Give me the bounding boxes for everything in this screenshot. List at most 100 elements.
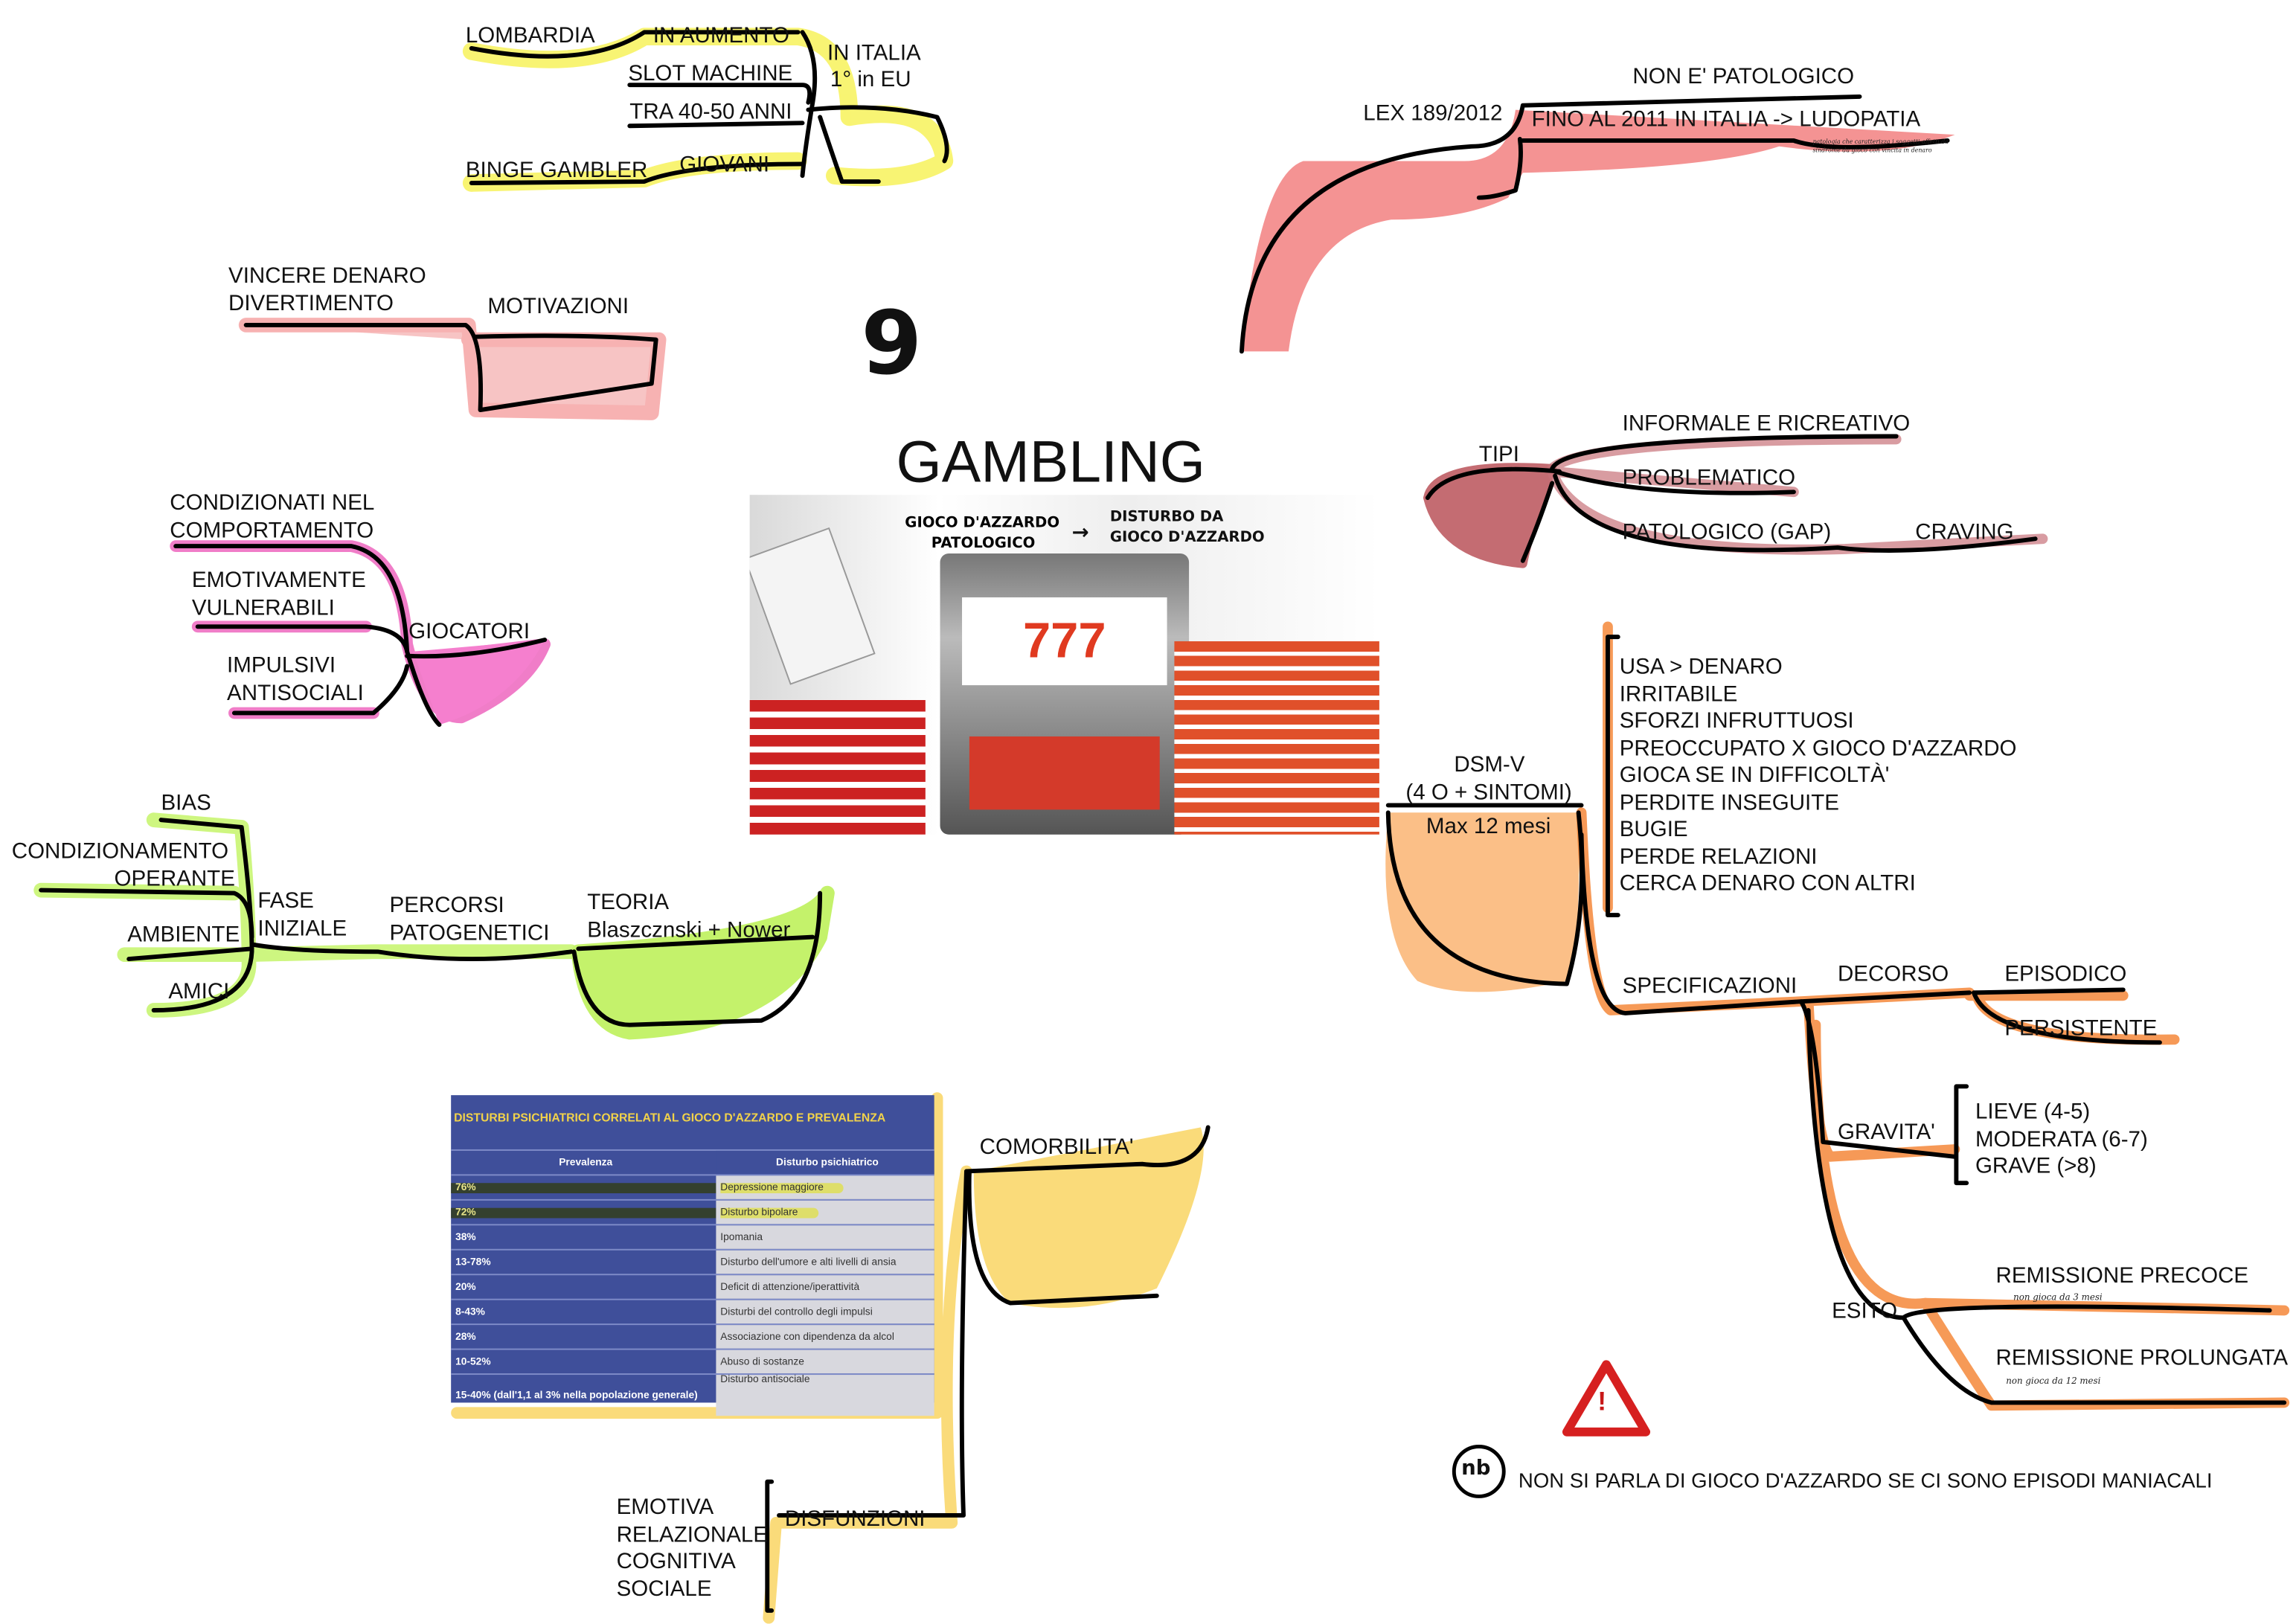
dsm-max: Max 12 mesi [1426,814,1551,839]
italia-item: IN AUMENTO [652,23,789,48]
episodico-label: EPISODICO [2004,962,2127,987]
disfunzione-item: COGNITIVA [616,1549,736,1574]
percorsi-item: AMICI [168,979,230,1005]
page-title: GAMBLING [896,430,1206,495]
precoce-note: non gioca da 3 mesi [2013,1292,2103,1303]
cell: 10-52% [455,1356,491,1367]
ludopatia-note: sindrome da gioco con vincita in denaro [1812,146,1932,154]
nb-text: NON SI PARLA DI GIOCO D'AZZARDO SE CI SO… [1518,1469,2213,1492]
table-row: 38%Ipomania [451,1224,934,1249]
italia-item: LOMBARDIA [465,23,595,48]
symptom: USA > DENARO [1619,654,1783,680]
persistente-label: PERSISTENTE [2004,1015,2158,1042]
disfunzione-item: EMOTIVA [616,1495,714,1520]
cell: 20% [455,1282,476,1292]
giocatori-item: COMPORTAMENTO [170,518,374,544]
dsm-symptom-list: USA > DENARO IRRITABILE SFORZI INFRUTTUO… [1620,655,2017,899]
table-row: 15-40% (dall'1,1 al 3% nella popolazione… [451,1373,934,1416]
column-header: Prevalenza [559,1157,613,1168]
nb-badge: nb [1461,1457,1491,1480]
cell: Disturbo antisociale [716,1375,934,1416]
symptom: BUGIE [1619,817,1688,842]
cell: 8-43% [455,1306,485,1318]
symptom: PERDE RELAZIONI [1619,844,1818,870]
italia-item: GIOVANI [679,152,770,178]
percorsi-item: AMBIENTE [127,922,240,948]
lex-label: LEX 189/2012 [1363,100,1503,126]
table-row: 10-52%Abuso di sostanze [451,1348,934,1374]
cell: Ipomania [716,1225,934,1249]
cell: Deficit di attenzione/iperattività [716,1275,934,1299]
table-row: 13-78%Disturbo dell'umore e alti livelli… [451,1248,934,1274]
remissione-prolungata: REMISSIONE PROLUNGATA [1995,1345,2289,1371]
dsm-sub: (4 O + SINTOMI) [1405,780,1572,806]
fase-label: FASE [257,888,314,914]
motivazioni-item: DIVERTIMENTO [228,291,394,317]
italia-label: IN ITALIA [827,41,921,66]
italia-item: BINGE GAMBLER [465,158,648,184]
symptom: CERCA DENARO CON ALTRI [1619,871,1916,896]
comorbilita-label: COMORBILITA' [979,1134,1134,1160]
cell: 72% [451,1207,716,1218]
specificazioni-label: SPECIFICAZIONI [1622,973,1798,999]
fase-label: INIZIALE [257,917,347,942]
tipi-item: PROBLEMATICO [1622,465,1796,491]
giocatori-label: GIOCATORI [408,619,530,644]
table-row: 72% Disturbo bipolare [451,1198,934,1225]
disfunzione-item: SOCIALE [616,1576,712,1602]
italia-item: SLOT MACHINE [628,61,793,87]
cell: Disturbo dell'umore e alti livelli di an… [716,1250,934,1274]
disfunzioni-label: DISFUNZIONI [784,1506,926,1532]
symptom: PERDITE INSEGUITE [1619,789,1839,815]
cell: 76% [451,1182,716,1193]
giocatori-item: ANTISOCIALI [227,681,364,706]
tipi-label: TIPI [1478,442,1519,467]
symptom: SFORZI INFRUTTUOSI [1619,708,1854,734]
remissione-precoce: REMISSIONE PRECOCE [1995,1263,2249,1288]
percorsi-item: CONDIZIONAMENTO [11,838,229,864]
arrow-note: → [1071,521,1089,545]
percorsi-item: BIAS [161,790,211,816]
table-row: 28%Associazione con dipendenza da alcol [451,1323,934,1349]
warning-icon: ! [1597,1386,1607,1416]
gravita-item: MODERATA (6-7) [1975,1127,2148,1152]
percorsi-label: PERCORSI [389,893,504,918]
esito-label: ESITO [1832,1298,1898,1324]
crossed-note: PATOLOGICO [931,536,1036,552]
gravita-item: GRAVE (>8) [1975,1153,2097,1179]
giocatori-item: IMPULSIVI [227,652,336,678]
table-header: Prevalenza Disturbo psichiatrico [451,1149,934,1175]
italia-sub: 1° in EU [830,67,911,92]
cell: Disturbo bipolare [720,1207,819,1218]
craving-label: CRAVING [1915,519,2014,545]
slot-machine-image: 777 GIOCO D'AZZARDO PATOLOGICO → DISTURB… [749,495,1379,835]
tipi-item: PATOLOGICO (GAP) [1622,519,1832,545]
cell: 28% [455,1331,476,1342]
gravita-item: LIEVE (4-5) [1975,1100,2091,1125]
table-row: 20% Deficit di attenzione/iperattività [451,1274,934,1299]
ludopatia-note: patologia che caratterizza i soggetti af… [1812,138,1949,145]
crossed-note: GIOCO D'AZZARDO [905,515,1060,532]
teoria-label: Blaszcznski + Nower [587,917,791,943]
gravita-label: GRAVITA' [1837,1120,1935,1146]
table-caption: DISTURBI PSICHIATRICI CORRELATI AL GIOCO… [454,1111,886,1125]
symptom: PREOCCUPATO X GIOCO D'AZZARDO [1619,735,2017,761]
fino-2011: FINO AL 2011 IN ITALIA -> LUDOPATIA [1531,106,1921,132]
prolungata-note: non gioca da 12 mesi [2006,1376,2101,1387]
italia-item: TRA 40-50 ANNI [629,99,792,125]
page-number: 9 [861,292,923,396]
giocatori-item: CONDIZIONATI NEL [170,490,375,516]
cell: Depressione maggiore [720,1182,844,1193]
table-row: 8-43%Disturbi del controllo degli impuls… [451,1298,934,1324]
giocatori-item: EMOTIVAMENTE [191,568,366,594]
new-term-note: DISTURBO DA [1109,509,1224,526]
disfunzione-item: RELAZIONALE [616,1522,769,1548]
teoria-label: TEORIA [587,890,670,916]
comorbidity-table: DISTURBI PSICHIATRICI CORRELATI AL GIOCO… [451,1095,934,1416]
non-patologico: NON E' PATOLOGICO [1632,64,1855,90]
giocatori-item: VULNERABILI [191,596,335,621]
column-header: Disturbo psichiatrico [716,1150,934,1175]
motivazioni-label: MOTIVAZIONI [487,294,629,320]
